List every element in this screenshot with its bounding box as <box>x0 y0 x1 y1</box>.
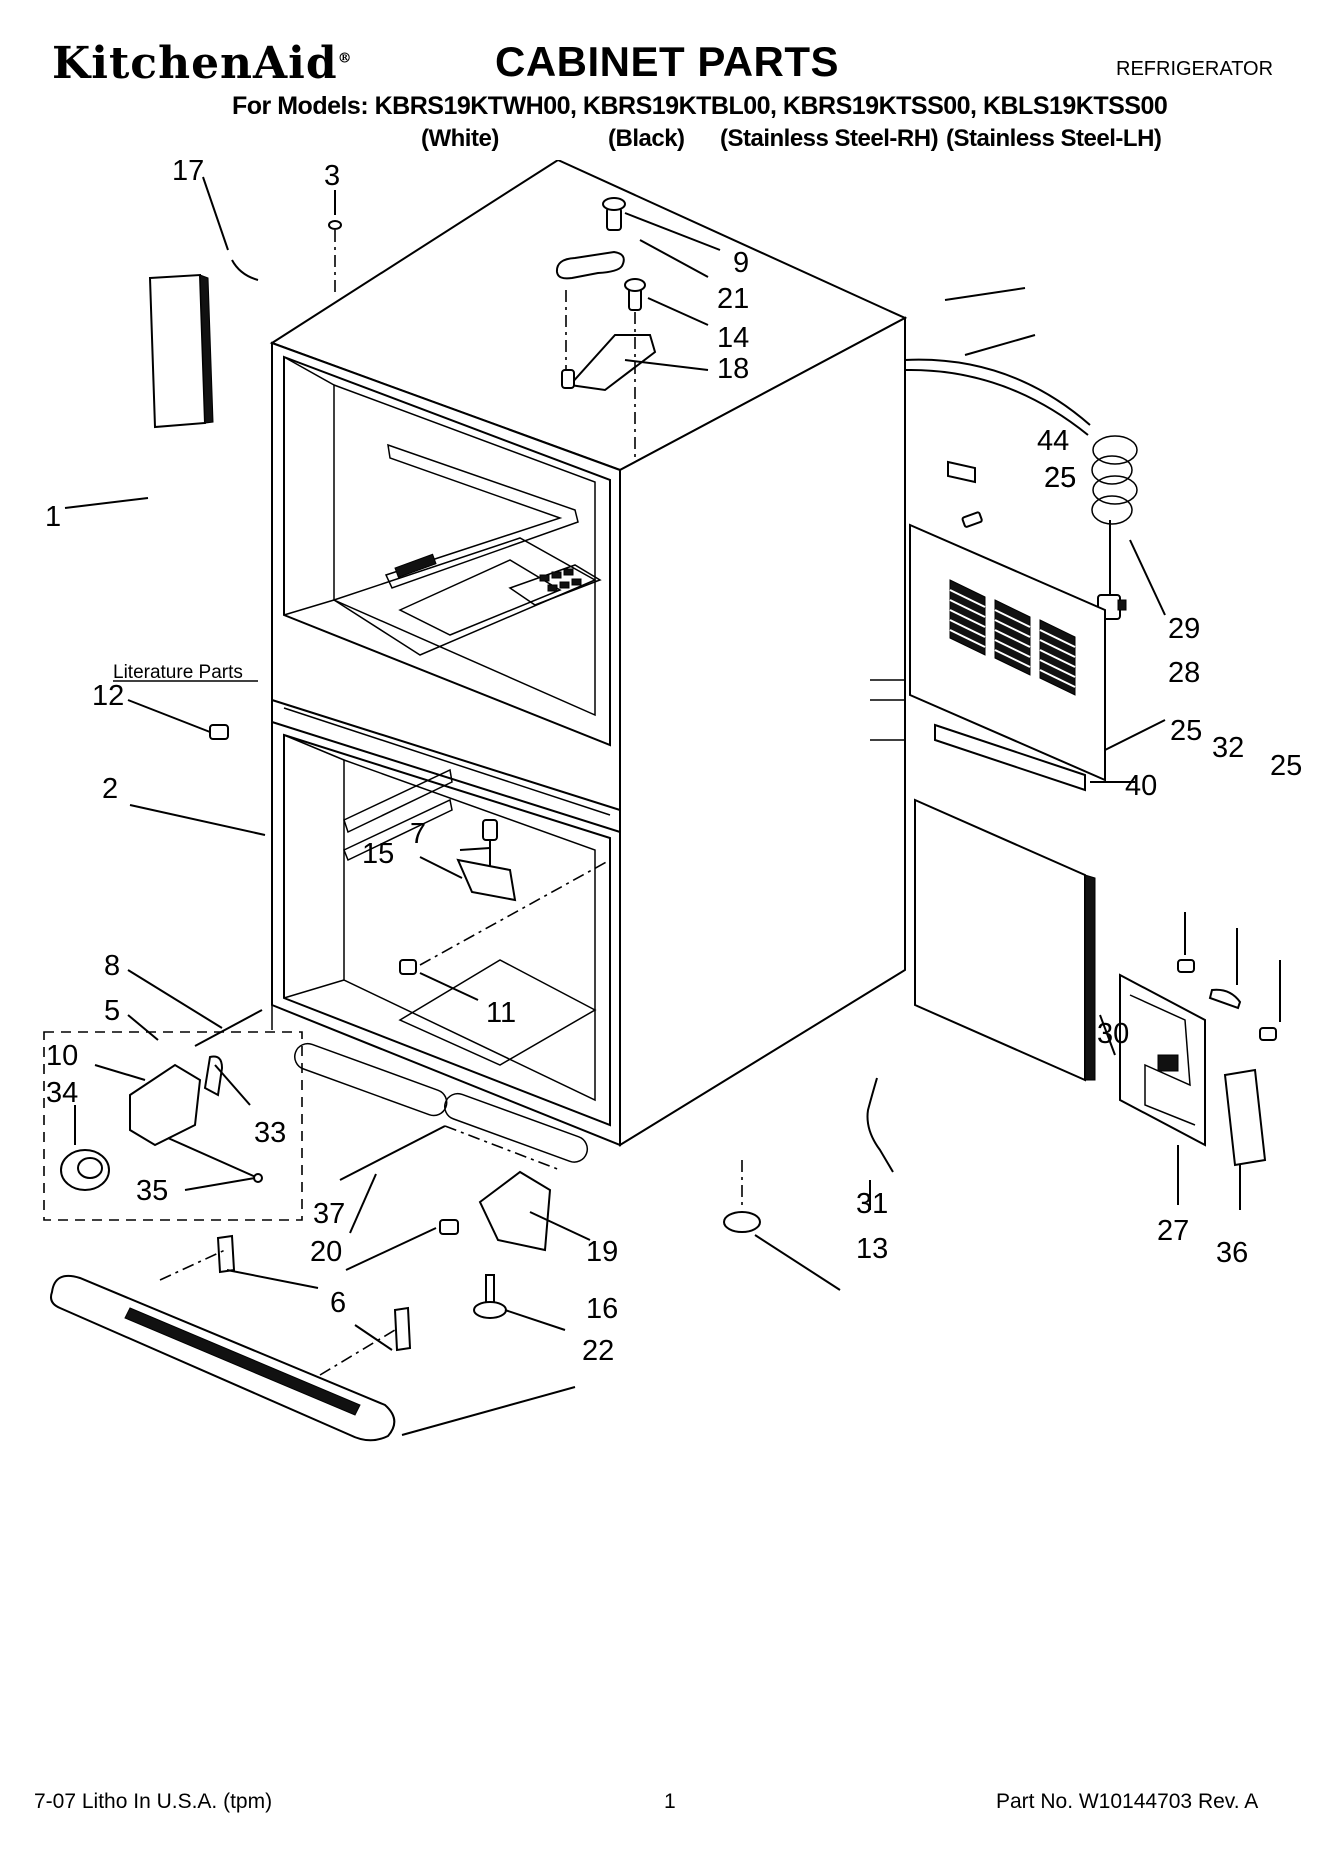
callout-34: 34 <box>46 1077 78 1109</box>
callout-40: 40 <box>1125 770 1157 802</box>
seal-strip <box>934 723 1086 792</box>
registered-mark: ® <box>337 50 353 67</box>
callout-15: 15 <box>362 838 394 870</box>
callout-25-top: 25 <box>1044 462 1076 494</box>
callout-21: 21 <box>717 283 749 315</box>
callout-29: 29 <box>1168 613 1200 645</box>
callout-20: 20 <box>310 1236 342 1268</box>
variant-stainless-rh: (Stainless Steel-RH) <box>720 125 939 152</box>
top-hinge-assembly <box>328 197 657 460</box>
callout-25-right: 25 <box>1270 750 1302 782</box>
brand-name: KitchenAid <box>52 38 338 89</box>
callout-44: 44 <box>1037 425 1069 457</box>
callout-5: 5 <box>104 995 120 1027</box>
brand-logo: KitchenAid® <box>52 38 353 89</box>
callout-17: 17 <box>172 160 204 187</box>
litho-note: 7-07 Litho In U.S.A. (tpm) <box>34 1790 273 1813</box>
callout-31: 31 <box>856 1188 888 1220</box>
models-line: For Models: KBRS19KTWH00, KBRS19KTBL00, … <box>232 92 1168 120</box>
leader-lines <box>64 176 1281 1436</box>
callout-32: 32 <box>1212 732 1244 764</box>
roller-kit <box>43 1031 303 1221</box>
callout-11: 11 <box>486 997 516 1029</box>
callout-13: 13 <box>856 1233 888 1265</box>
callouts: 1 2 3 5 6 7 8 9 10 11 12 13 14 15 16 17 … <box>45 160 1302 1367</box>
callout-37: 37 <box>313 1198 345 1230</box>
callout-33: 33 <box>254 1117 286 1149</box>
callout-18: 18 <box>717 353 749 385</box>
callout-30: 30 <box>1097 1018 1129 1050</box>
callout-14: 14 <box>717 322 749 354</box>
callout-6: 6 <box>330 1287 346 1319</box>
page-number: 1 <box>664 1790 676 1813</box>
callout-3: 3 <box>324 160 340 192</box>
callout-19: 19 <box>586 1236 618 1268</box>
literature-parts: Literature Parts <box>113 273 258 683</box>
callout-16: 16 <box>586 1293 618 1325</box>
callout-27: 27 <box>1157 1215 1189 1247</box>
variant-black: (Black) <box>608 125 685 152</box>
literature-label: Literature Parts <box>113 662 243 683</box>
tubing-part-17 <box>231 259 259 281</box>
callout-1: 1 <box>45 501 61 533</box>
callout-36: 36 <box>1216 1237 1248 1269</box>
callout-28: 28 <box>1168 657 1200 689</box>
appliance-type: REFRIGERATOR <box>1116 58 1274 80</box>
callout-8: 8 <box>104 950 120 982</box>
callout-2: 2 <box>102 773 118 805</box>
bracket-assembly <box>1119 959 1277 1167</box>
cabinet-body <box>269 160 908 1163</box>
part-number: Part No. W10144703 Rev. A <box>996 1790 1259 1813</box>
access-panel <box>914 798 1096 1082</box>
variant-stainless-lh: (Stainless Steel-LH) <box>946 125 1162 152</box>
base-grille <box>50 1234 412 1442</box>
callout-10: 10 <box>46 1040 78 1072</box>
callout-25-left: 25 <box>1170 715 1202 747</box>
power-cord <box>904 358 1138 620</box>
callout-22: 22 <box>582 1335 614 1367</box>
leveling-hardware <box>194 1009 894 1319</box>
variant-white: (White) <box>421 125 499 152</box>
page-title: CABINET PARTS <box>495 38 840 85</box>
callout-35: 35 <box>136 1175 168 1207</box>
back-panel <box>909 460 1106 782</box>
callout-7: 7 <box>410 818 426 850</box>
callout-12: 12 <box>92 680 124 712</box>
callout-25-extra: 25 <box>1044 462 1076 494</box>
exploded-parts-diagram: Literature Parts <box>43 160 1302 1442</box>
callout-9: 9 <box>733 247 749 279</box>
lower-hardware <box>209 724 611 975</box>
